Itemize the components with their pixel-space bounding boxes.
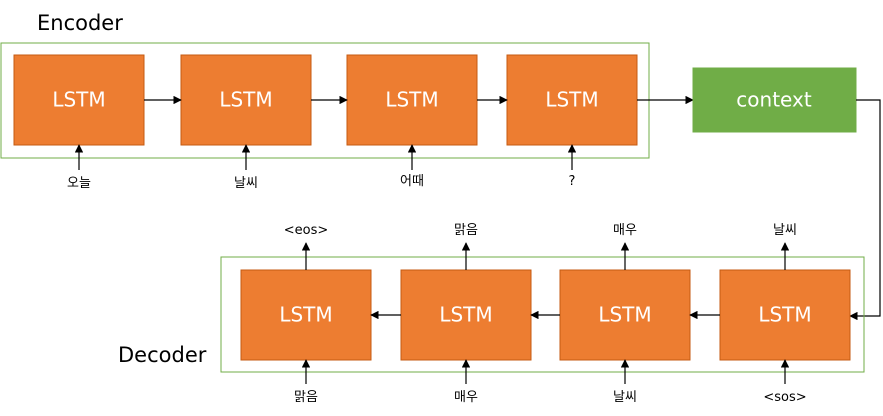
encoder-label: Encoder <box>37 11 123 35</box>
encoder-lstm-2 <box>180 54 312 146</box>
encoder-input-token-4: ? <box>569 174 576 189</box>
decoder-input-token-1: 맑음 <box>294 390 318 405</box>
encoder-lstm-1-label: LSTM <box>52 88 105 112</box>
decoder-frame <box>220 256 865 373</box>
decoder-input-token-3: 날씨 <box>613 390 637 405</box>
decoder-lstm-3 <box>559 269 691 361</box>
decoder-label: Decoder <box>118 343 207 367</box>
decoder-output-token-3: 매우 <box>613 223 637 238</box>
encoder-lstm-1 <box>13 54 145 146</box>
decoder-input-token-4: <sos> <box>763 390 806 405</box>
decoder-lstm-2-label: LSTM <box>439 303 492 327</box>
context-label: context <box>736 88 812 112</box>
decoder-output-token-2: 맑음 <box>454 223 478 238</box>
decoder-lstm-4-label: LSTM <box>758 303 811 327</box>
encoder-input-token-3: 어때 <box>400 174 424 189</box>
encoder-input-token-1: 오늘 <box>67 176 91 191</box>
decoder-input-token-2: 매우 <box>454 390 478 405</box>
context-box <box>692 67 857 133</box>
decoder-lstm-1 <box>240 269 372 361</box>
decoder-output-token-4: 날씨 <box>773 223 797 238</box>
decoder-lstm-1-label: LSTM <box>279 303 332 327</box>
context-to-decoder-connector <box>849 99 881 321</box>
encoder-lstm-3-label: LSTM <box>385 88 438 112</box>
decoder-lstm-3-label: LSTM <box>598 303 651 327</box>
encoder-lstm-4-label: LSTM <box>545 88 598 112</box>
encoder-lstm-2-label: LSTM <box>219 88 272 112</box>
encoder-input-token-2: 날씨 <box>234 176 258 191</box>
decoder-output-token-1: <eos> <box>284 223 329 238</box>
